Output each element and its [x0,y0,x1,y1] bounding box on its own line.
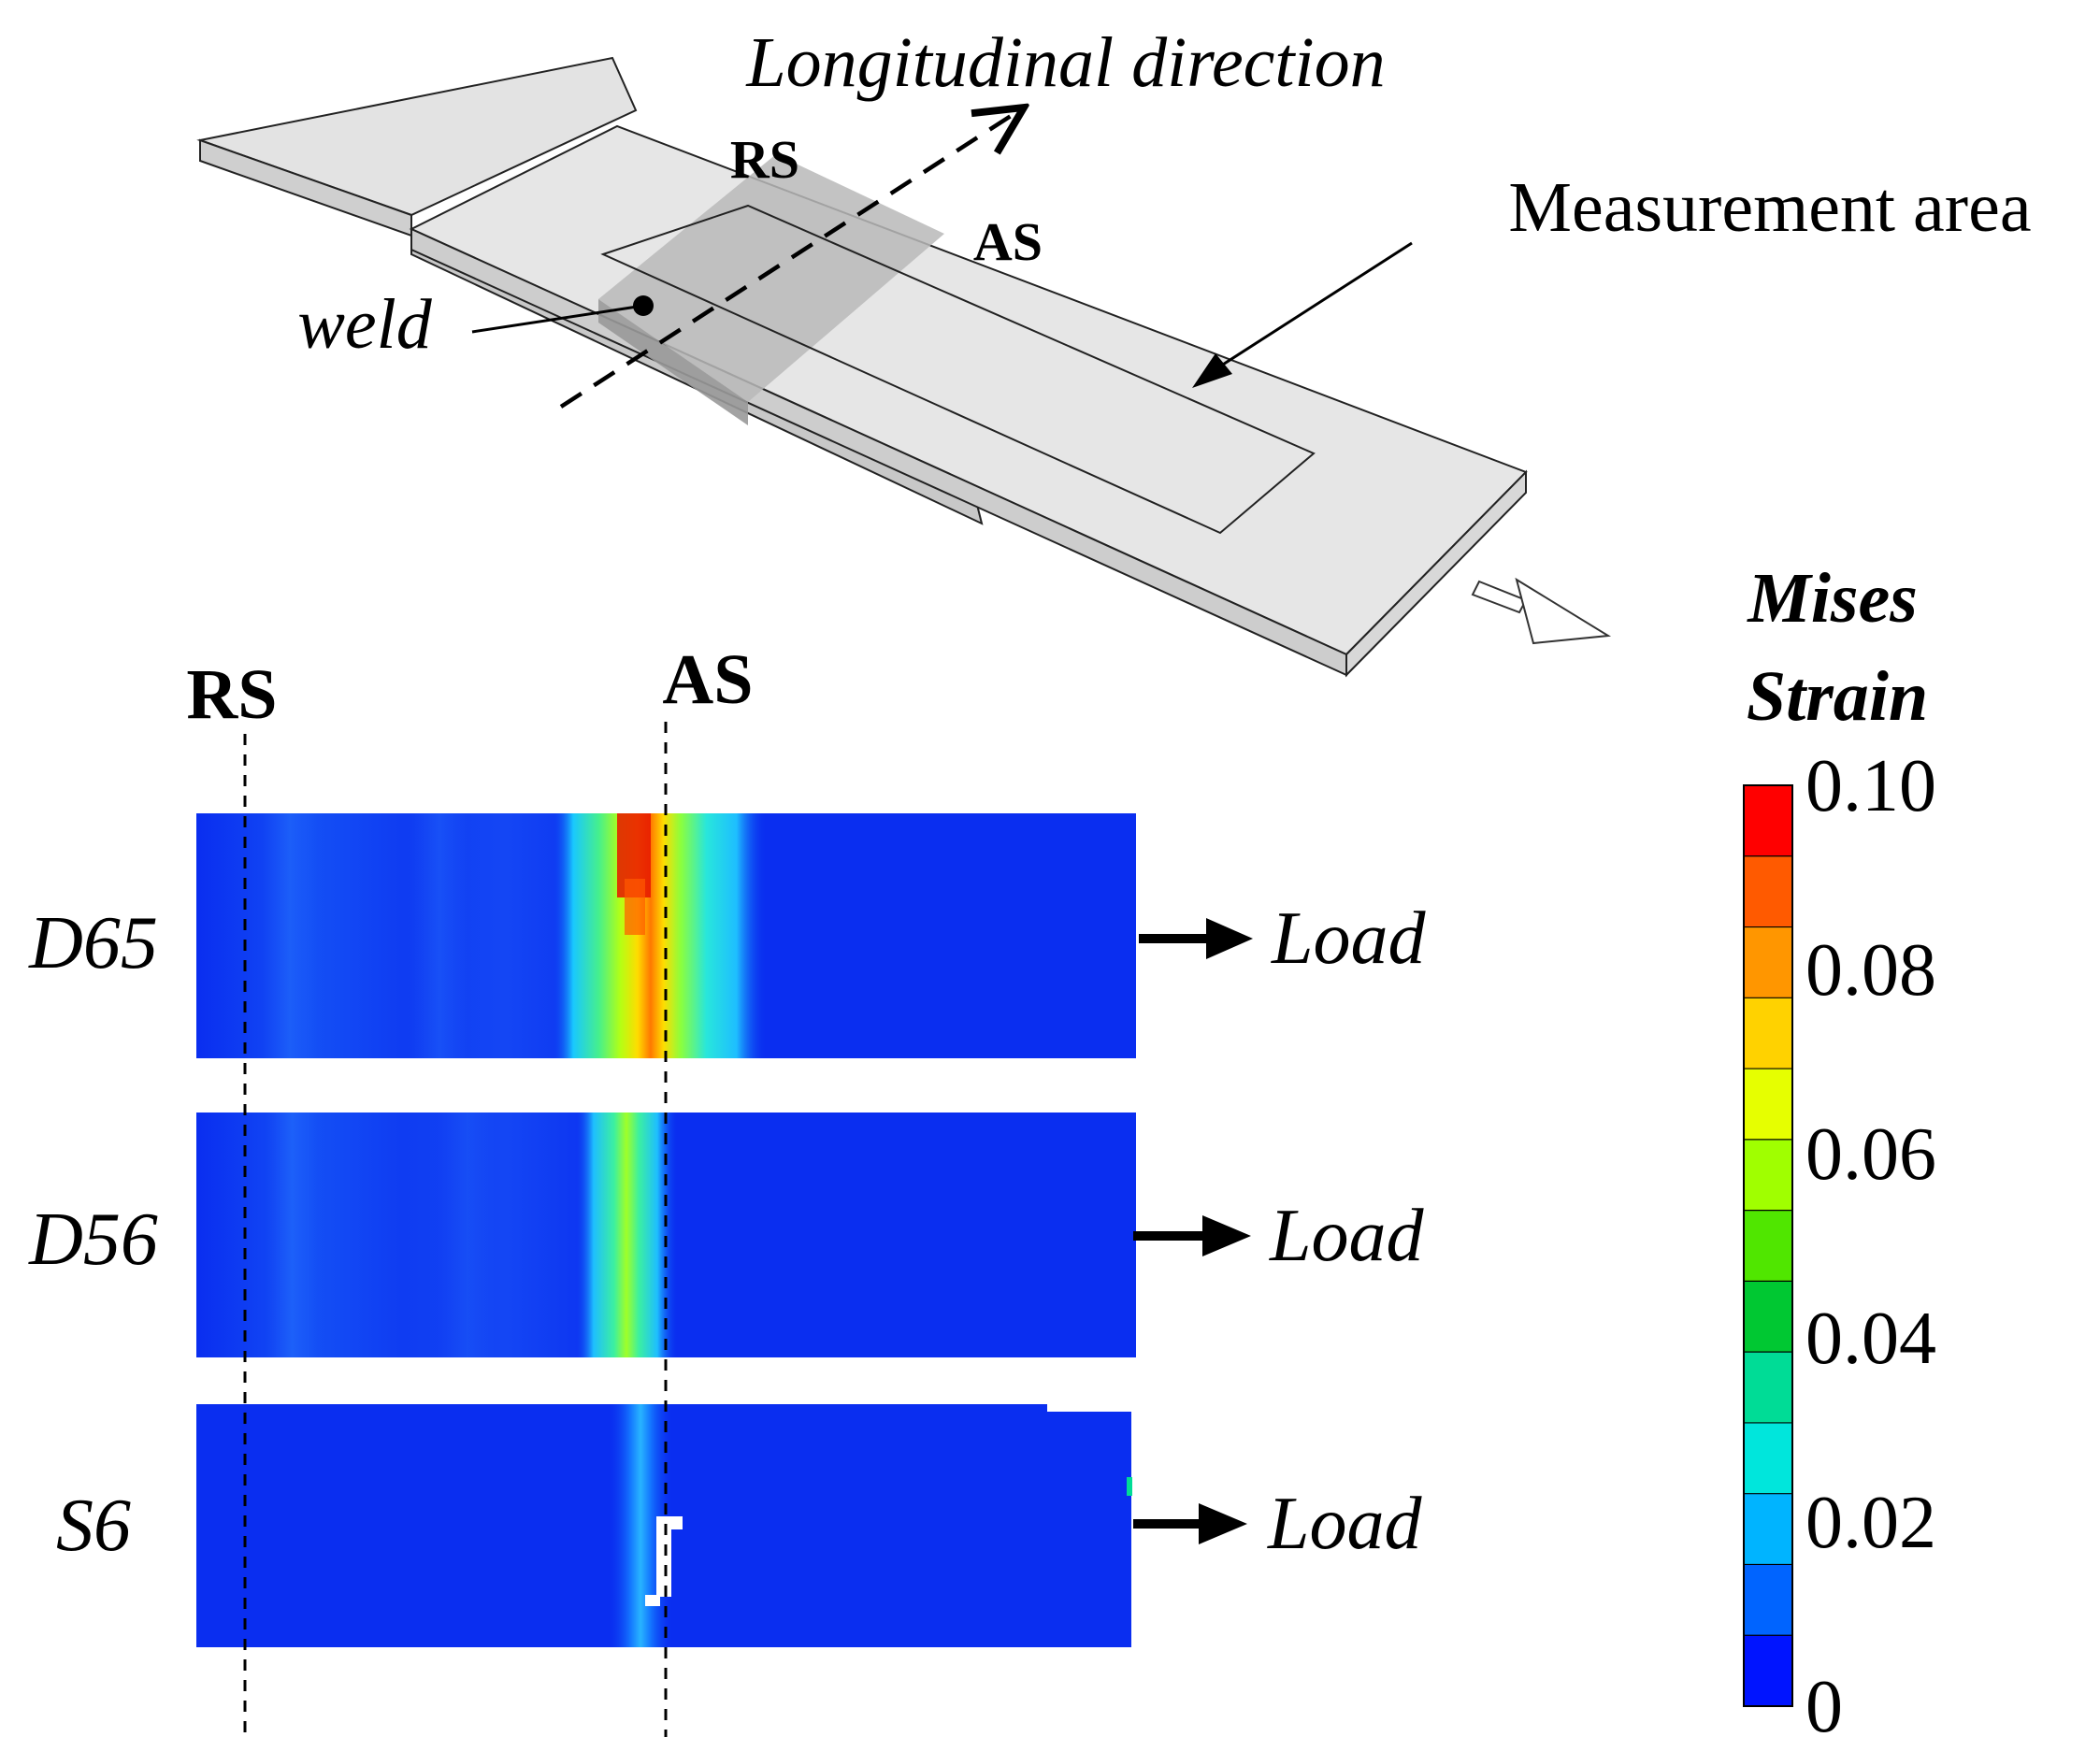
load-label-s6: Load [1267,1483,1422,1565]
colorbar-tick-label: 0 [1805,1666,1843,1737]
colorbar-segment [1744,998,1792,1069]
measurement-area-outline [600,204,1316,535]
colorbar-segment [1744,1422,1792,1495]
longitudinal-direction-arrow [559,108,1024,409]
colorbar-segment [1744,1352,1792,1424]
row-label-d56: D56 [28,1199,158,1281]
longitudinal-direction-label: Longitudinal direction [745,23,1385,102]
colorbar-tick-label: 0.04 [1805,1298,1936,1380]
schematic-rs-label: RS [730,129,799,190]
colorbar-segment [1744,926,1792,998]
row-label-s6: S6 [56,1485,131,1567]
colorbar-segment [1744,1281,1792,1353]
maps-as-label: AS [662,640,753,719]
right-plate-end [1345,469,1527,678]
colorbar-segment [1744,785,1792,857]
colorbar-title-line1: Mises [1747,559,1918,638]
maps-rs-label: RS [186,655,277,734]
colorbar-tick-label: 0.06 [1805,1113,1936,1196]
load-label-d65: Load [1271,897,1426,980]
load-arrowhead-d65 [1206,918,1253,959]
weld-label: weld [297,285,433,364]
measurement-leader-line [1215,241,1413,371]
load-arrowhead-d56 [1202,1215,1251,1256]
colorbar-tick-label: 0.02 [1805,1482,1936,1564]
row-d56: D56 Load [28,1195,1424,1281]
colorbar-segment [1744,1210,1792,1282]
specimen-schematic: Longitudinal direction RS AS weld Measur… [196,23,2032,678]
strain-maps: RS AS [28,640,1426,1737]
colorbar-segment [1744,855,1792,928]
load-arrowhead-s6 [1199,1503,1247,1544]
colorbar-segment [1744,1139,1792,1212]
colorbar: Mises Strain 0.10 0.08 0.06 0.04 0.02 0 [1743,559,1936,1737]
colorbar-segment [1744,1069,1792,1141]
colorbar-segment [1744,1635,1792,1707]
weld-zone [598,154,944,402]
weld-zone-side [598,299,748,425]
colorbar-segments [1744,785,1792,1707]
row-s6: S6 Load [56,1483,1422,1567]
strain-map-d56 [196,1113,1136,1357]
colorbar-title-line2: Strain [1747,657,1928,736]
load-label-d56: Load [1269,1195,1424,1277]
row-label-d65: D65 [28,902,158,984]
measurement-leader-arrowhead [1192,353,1232,388]
colorbar-segment [1744,1493,1792,1565]
colorbar-tick-label: 0.10 [1805,745,1936,827]
row-d65: D65 Load [28,897,1426,984]
measurement-area-label: Measurement area [1508,168,2031,247]
colorbar-ticks: 0.10 0.08 0.06 0.04 0.02 0 [1805,745,1936,1737]
strain-map-s6 [196,1404,1132,1647]
weld-leader-line [471,304,644,334]
right-plate-top [409,124,1528,656]
colorbar-tick-label: 0.08 [1805,929,1936,1012]
colorbar-frame [1743,784,1793,1707]
schematic-as-label: AS [973,211,1043,272]
load-direction-arrow-icon [1471,577,1612,645]
colorbar-segment [1744,1564,1792,1636]
